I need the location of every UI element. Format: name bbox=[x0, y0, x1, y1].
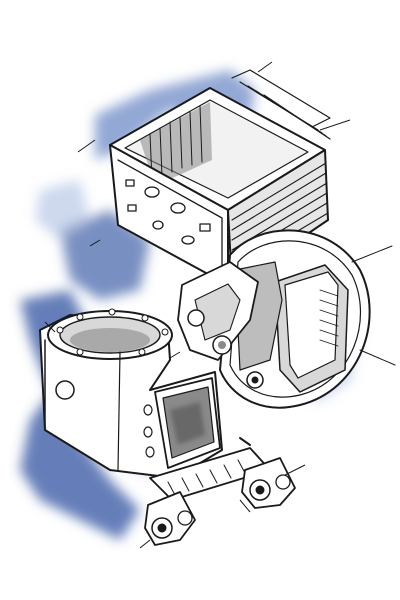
mounting-lugs bbox=[144, 437, 296, 546]
finned-box-housing bbox=[109, 69, 331, 286]
callout-leader-lines bbox=[44, 61, 351, 549]
lower-round-housing bbox=[39, 308, 223, 479]
cutaway-detail bbox=[219, 229, 396, 409]
bracket-casting bbox=[177, 261, 259, 361]
